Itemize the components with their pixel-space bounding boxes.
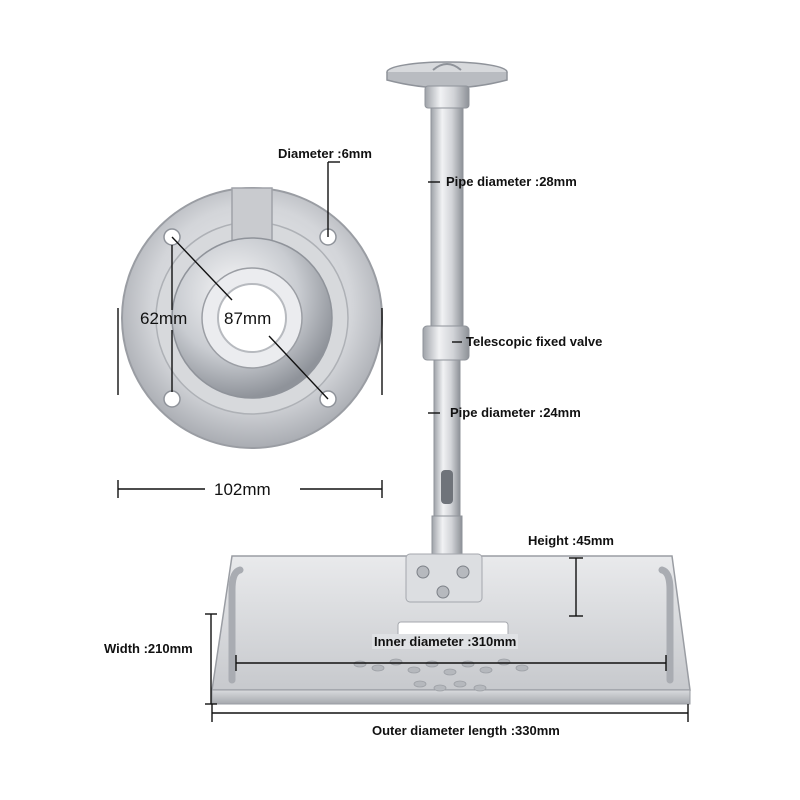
- outer-length-label: Outer diameter length :330mm: [372, 723, 560, 738]
- tray: [211, 553, 691, 705]
- mounting-plate: [121, 187, 383, 449]
- screw-hole: [163, 390, 181, 408]
- valve-label: Telescopic fixed valve: [466, 334, 603, 349]
- plate-width-label: 102mm: [214, 480, 271, 499]
- hole-diameter-label: Diameter :6mm: [278, 146, 372, 161]
- plate-dimension-lines: [117, 161, 383, 498]
- telescopic-pole: [386, 61, 508, 557]
- tray-dimension-lines: [205, 181, 689, 722]
- inner-diameter-label: 62mm: [140, 309, 188, 328]
- hole-size-label: 87mm: [224, 309, 272, 328]
- upper-pipe-label: Pipe diameter :28mm: [446, 174, 577, 189]
- width-label: Width :210mm: [104, 641, 193, 656]
- height-label: Height :45mm: [528, 533, 614, 548]
- inner-length-label: Inner diameter :310mm: [372, 634, 519, 649]
- lower-pipe-label: Pipe diameter :24mm: [450, 405, 581, 420]
